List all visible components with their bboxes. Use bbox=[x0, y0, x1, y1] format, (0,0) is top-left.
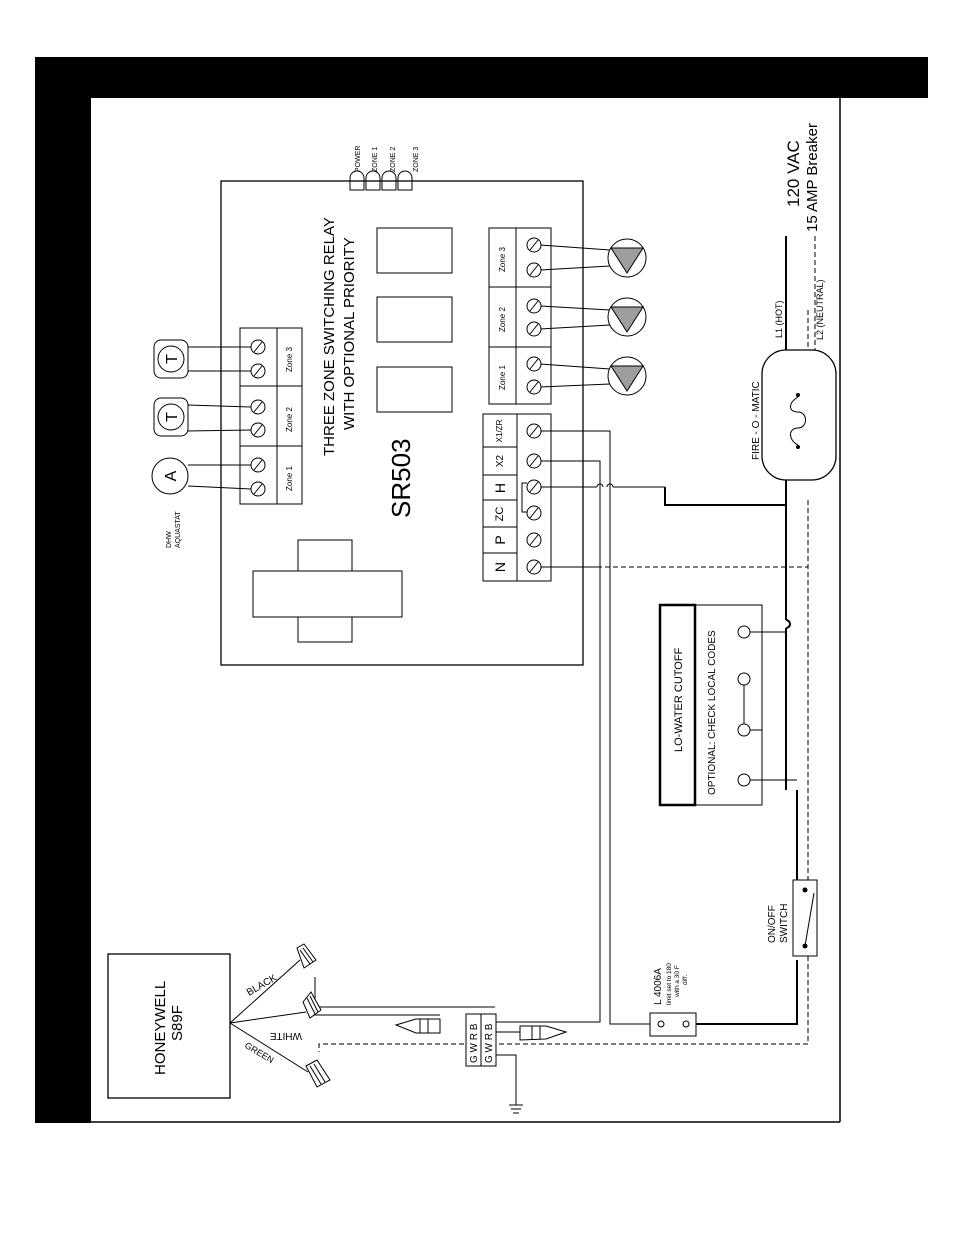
limit-model: L 4006A bbox=[653, 968, 664, 1005]
transformer-body bbox=[252, 570, 403, 618]
thermostat-zone2: T bbox=[153, 397, 189, 437]
lo-water-title: LO-WATER CUTOFF bbox=[673, 647, 685, 752]
thermostat-zone2-symbol: T bbox=[164, 412, 181, 422]
thermostat-wires bbox=[186, 346, 252, 490]
gas-valve-model: S89F bbox=[169, 1005, 186, 1041]
wire-label-green: GREEN bbox=[243, 1040, 276, 1065]
l4006a-limit: L 4006A limit set to 180 with a 30 F dif… bbox=[649, 963, 697, 1037]
power-screws bbox=[526, 423, 542, 575]
limit-note-line3: diff. bbox=[682, 974, 689, 985]
voltage-label: 120 VAC bbox=[784, 140, 803, 207]
pump-zone2-label: Zone 2 bbox=[498, 307, 507, 332]
aquastat-symbol: A bbox=[163, 470, 180, 481]
relay-board: THREE ZONE SWITCHING RELAY WITH OPTIONAL… bbox=[220, 180, 584, 666]
lo-water-cutoff: LO-WATER CUTOFF OPTIONAL: CHECK LOCAL CO… bbox=[658, 603, 797, 807]
wire-nuts bbox=[296, 943, 568, 1088]
honeywell-s89f: HONEYWELL S89F bbox=[107, 953, 231, 1099]
pump-screws bbox=[526, 237, 542, 395]
wire-nut-white bbox=[302, 991, 322, 1019]
neutral-line-label: L2 (NEUTRAL) bbox=[815, 279, 825, 340]
terminal-label-zc: ZC bbox=[494, 507, 506, 522]
thermostat-zone3-symbol: T bbox=[164, 354, 181, 364]
relay-module-2 bbox=[376, 296, 453, 343]
page-frame bbox=[35, 57, 928, 1123]
thermostat-zone3: T bbox=[153, 339, 189, 379]
relay-title-line2: WITH OPTIONAL PRIORITY bbox=[341, 237, 358, 430]
wire-nut-green bbox=[305, 1059, 331, 1088]
wire-label-white: WHITE bbox=[269, 1030, 302, 1041]
limit-note-line2: with a 30 F bbox=[674, 965, 681, 998]
power-source: 120 VAC 15 AMP Breaker L1 (HOT) L2 (NEUT… bbox=[774, 123, 825, 360]
ground-wiring bbox=[496, 1054, 523, 1114]
thermostat-terminal-strip: Zone 3 Zone 2 Zone 1 bbox=[239, 327, 303, 505]
led-labels: POWER ZONE 1 ZONE 2 ZONE 3 bbox=[355, 146, 420, 172]
gwrb-row-1: G W R B bbox=[469, 1023, 480, 1063]
thermostat-screws bbox=[250, 339, 266, 497]
thermostat-zone1-label: Zone 1 bbox=[285, 466, 294, 491]
gwrb-row-2: G W R B bbox=[484, 1023, 495, 1063]
pump-wires bbox=[539, 244, 611, 388]
led-label-zone3: ZONE 3 bbox=[413, 147, 420, 172]
circulator-pump-zone1 bbox=[607, 356, 647, 396]
thermostat-zone2-label: Zone 2 bbox=[285, 407, 294, 432]
relay-model: SR503 bbox=[386, 439, 416, 519]
wire-nut-black bbox=[296, 943, 317, 969]
breaker-label: 15 AMP Breaker bbox=[804, 123, 821, 232]
terminal-label-h: H bbox=[492, 483, 508, 493]
gas-valve-brand: HONEYWELL bbox=[152, 981, 169, 1075]
pump-zone1-label: Zone 1 bbox=[498, 365, 507, 390]
lo-water-note: OPTIONAL: CHECK LOCAL CODES bbox=[707, 630, 718, 795]
thermostat-zone3-label: Zone 3 bbox=[285, 347, 294, 372]
wire-nut-right bbox=[519, 1025, 568, 1041]
fire-o-matic-label: FIRE - O - MATIC bbox=[751, 381, 762, 460]
circulator-pump-zone2 bbox=[607, 297, 647, 337]
switch-label-line2: SWITCH bbox=[779, 904, 790, 943]
terminal-label-n: N bbox=[492, 562, 508, 572]
led-label-zone2: ZONE 2 bbox=[390, 147, 397, 172]
led-label-zone1: ZONE 1 bbox=[372, 147, 379, 172]
gwrb-terminal-block: G W R B G W R B bbox=[465, 1013, 497, 1067]
pump-zone3-label: Zone 3 bbox=[498, 247, 507, 272]
gas-valve-wires bbox=[229, 959, 309, 1073]
pump-terminal-strip: Zone 3 Zone 2 Zone 1 bbox=[488, 227, 552, 405]
terminal-label-p: P bbox=[492, 535, 508, 544]
led-indicators bbox=[349, 170, 413, 191]
power-terminal-strip: N P ZC H X2 X1/ZR bbox=[482, 413, 552, 582]
wire-nut-left bbox=[394, 1018, 441, 1034]
relay-module-1 bbox=[376, 366, 453, 413]
aquastat-label-line2: AQUASTAT bbox=[175, 511, 182, 548]
zc-h-jumper bbox=[521, 482, 527, 513]
dhw-aquastat: A DHW AQUASTAT bbox=[151, 457, 189, 548]
control-wiring bbox=[312, 430, 665, 1033]
terminal-label-x2: X2 bbox=[495, 454, 506, 467]
led-label-power: POWER bbox=[355, 146, 362, 172]
relay-title-line1: THREE ZONE SWITCHING RELAY bbox=[321, 217, 338, 456]
limit-note-line1: limit set to 180 bbox=[666, 963, 673, 1005]
fire-o-matic: FIRE - O - MATIC bbox=[751, 349, 837, 481]
relay-module-3 bbox=[376, 227, 453, 274]
switch-label-line1: ON/OFF bbox=[767, 905, 778, 943]
hot-line-label: L1 (HOT) bbox=[774, 300, 784, 338]
terminal-label-x1zr: X1/ZR bbox=[495, 419, 504, 442]
circulator-pump-zone3 bbox=[607, 238, 647, 278]
on-off-switch: ON/OFF SWITCH bbox=[767, 879, 818, 957]
aquastat-label-line1: DHW bbox=[166, 531, 173, 548]
